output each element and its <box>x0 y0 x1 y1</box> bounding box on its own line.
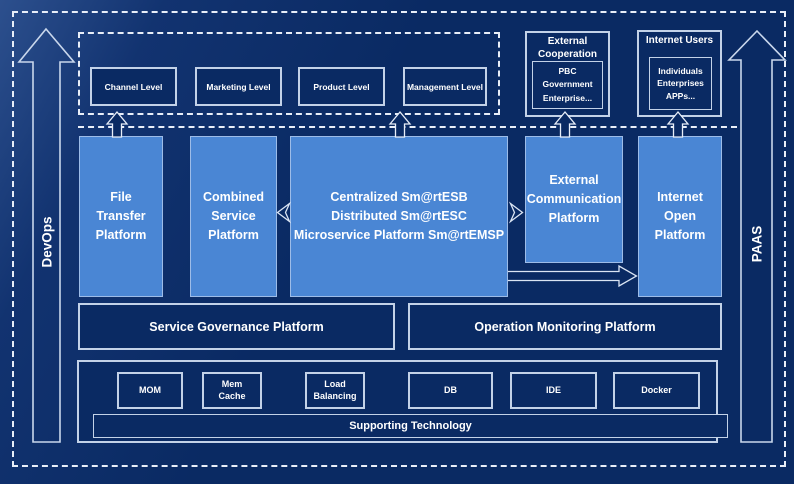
level-label: Marketing Level <box>206 81 271 92</box>
platform-label: Centralized Sm@rtESB Distributed Sm@rtES… <box>293 190 505 242</box>
level-label: Channel Level <box>104 81 163 92</box>
external-cooperation-members-box: PBC Government Enterprise... <box>532 61 603 109</box>
level-box-marketing: Marketing Level <box>195 67 282 106</box>
tech-box-db: DB <box>408 372 493 409</box>
operation-monitoring-platform-box: Operation Monitoring Platform <box>408 303 722 350</box>
level-box-product: Product Level <box>298 67 385 106</box>
external-cooperation-box: External Cooperation PBC Government Ente… <box>525 31 610 117</box>
supporting-technology-label: Supporting Technology <box>349 420 472 432</box>
tech-label: DB <box>444 384 457 395</box>
platform-separator-dashed-line <box>78 126 737 128</box>
platform-combined-service: Combined Service Platform <box>190 136 277 297</box>
tech-label: Load Balancing <box>313 378 357 401</box>
platform-label: External Communication Platform <box>526 173 622 225</box>
platform-esb: Centralized Sm@rtESB Distributed Sm@rtES… <box>290 136 508 297</box>
level-label: Management Level <box>406 81 484 92</box>
supporting-technology-bar: Supporting Technology <box>93 414 728 438</box>
tech-box-load-balancing: Load Balancing <box>305 372 365 409</box>
level-box-channel: Channel Level <box>90 67 177 106</box>
platform-file-transfer: File Transfer Platform <box>79 136 163 297</box>
tech-label: Docker <box>641 384 672 395</box>
service-governance-label: Service Governance Platform <box>149 319 324 334</box>
tech-label: Mem Cache <box>218 378 246 401</box>
service-governance-platform-box: Service Governance Platform <box>78 303 395 350</box>
tech-box-ide: IDE <box>510 372 597 409</box>
tech-box-docker: Docker <box>613 372 700 409</box>
internet-users-members-box: Individuals Enterprises APPs... <box>649 57 712 110</box>
internet-users-box: Internet Users Individuals Enterprises A… <box>637 30 722 117</box>
tech-label: MOM <box>139 384 161 395</box>
operation-monitoring-label: Operation Monitoring Platform <box>474 319 656 334</box>
tech-box-mem-cache: Mem Cache <box>202 372 262 409</box>
tech-box-mom: MOM <box>117 372 183 409</box>
external-cooperation-title: External Cooperation <box>538 36 597 60</box>
paas-rail-label: PAAS <box>749 225 765 263</box>
tech-label: IDE <box>545 384 561 395</box>
devops-rail-label: DevOps <box>39 216 55 268</box>
platform-label: Internet Open Platform <box>654 190 706 242</box>
platform-internet-open: Internet Open Platform <box>638 136 722 297</box>
levels-dashed-group <box>78 32 500 115</box>
platform-external-communication: External Communication Platform <box>525 136 623 263</box>
level-label: Product Level <box>313 81 370 92</box>
platform-label: File Transfer Platform <box>95 190 147 242</box>
level-box-management: Management Level <box>403 67 487 106</box>
platform-label: Combined Service Platform <box>202 190 265 242</box>
internet-users-title: Internet Users <box>645 35 714 46</box>
